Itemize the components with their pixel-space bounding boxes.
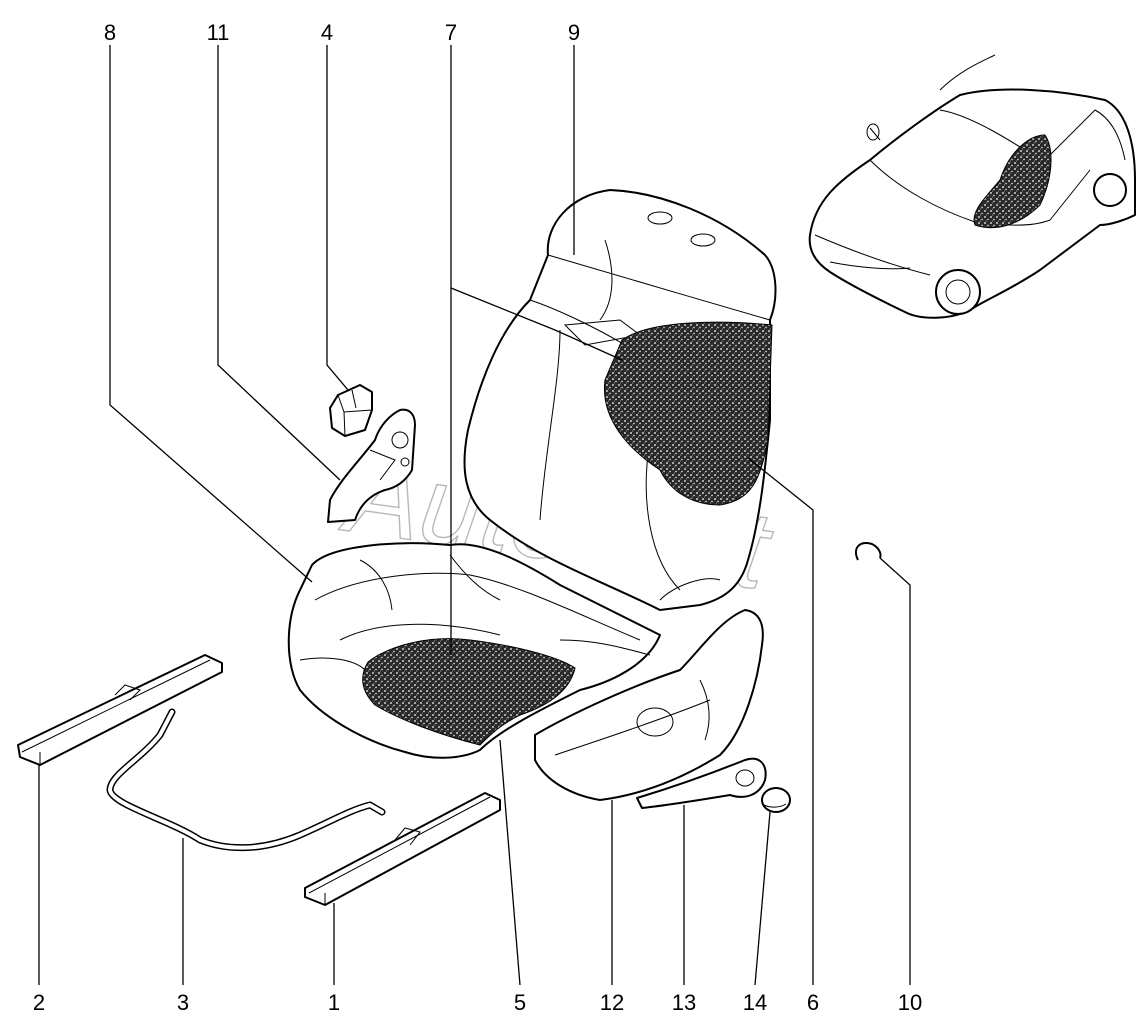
car-location-thumbnail (808, 54, 1136, 319)
adjuster-bar (106, 708, 386, 852)
callout-7: 7 (445, 20, 457, 45)
callout-3: 3 (177, 990, 189, 1015)
spring-clip (854, 542, 882, 561)
handle-cap (761, 787, 791, 813)
callout-5: 5 (514, 990, 526, 1015)
recliner-handle (636, 757, 767, 809)
seat-cushion-foam (362, 638, 576, 746)
callout-10: 10 (898, 990, 922, 1015)
callout-1: 1 (328, 990, 340, 1015)
recliner-knob (329, 384, 373, 437)
callout-14: 14 (743, 990, 767, 1015)
callout-9: 9 (568, 20, 580, 45)
right-slide-rail (304, 792, 501, 906)
leader-lines (38, 45, 911, 986)
car-seat-highlight (973, 134, 1052, 229)
callout-4: 4 (321, 20, 333, 45)
callout-11: 11 (207, 20, 230, 45)
callout-8: 8 (104, 20, 116, 45)
callout-13: 13 (672, 990, 696, 1015)
recliner-bracket (327, 408, 416, 523)
callout-2: 2 (33, 990, 45, 1015)
callout-labels: 8 11 4 7 9 2 3 1 5 12 13 14 6 10 (33, 20, 922, 1015)
side-trim-panel (534, 609, 764, 801)
left-slide-rail (17, 654, 223, 766)
callout-12: 12 (600, 990, 624, 1015)
seat-back-foam (603, 321, 773, 506)
callout-6: 6 (807, 990, 819, 1015)
adjuster-bar-highlight (108, 710, 384, 850)
